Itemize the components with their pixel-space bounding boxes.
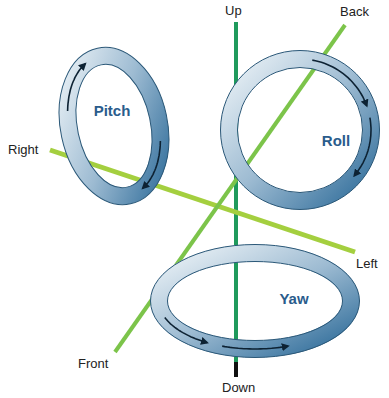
rotation-arrow — [143, 141, 161, 188]
ring-band — [229, 59, 371, 201]
axis-label: Up — [225, 3, 242, 18]
vertical-axis-end — [234, 362, 238, 377]
ring-shape — [58, 44, 170, 208]
rotation-arrow — [354, 118, 371, 176]
ring-label: Roll — [322, 132, 350, 149]
axis-label: Right — [8, 142, 38, 157]
rotation-arrow — [165, 317, 207, 342]
rotation-ring: Yaw — [148, 242, 362, 360]
ring-band — [159, 253, 351, 349]
axis-label: Left — [356, 256, 378, 271]
rotation-arrow — [68, 64, 86, 111]
ring-shape — [148, 242, 362, 360]
ring-band — [58, 47, 170, 205]
ring-label: Pitch — [94, 102, 131, 119]
axis-label: Down — [222, 380, 255, 395]
ring-shape — [218, 48, 382, 212]
ring-label: Yaw — [279, 290, 308, 307]
axis-label: Front — [78, 356, 108, 371]
rotation-ring: Roll — [218, 48, 382, 212]
rotation-ring: Pitch — [58, 44, 170, 208]
vertical-axis — [234, 22, 238, 364]
rotation-arrow — [312, 60, 366, 106]
axis-label: Back — [340, 4, 369, 19]
rotation-arrow — [222, 346, 288, 349]
